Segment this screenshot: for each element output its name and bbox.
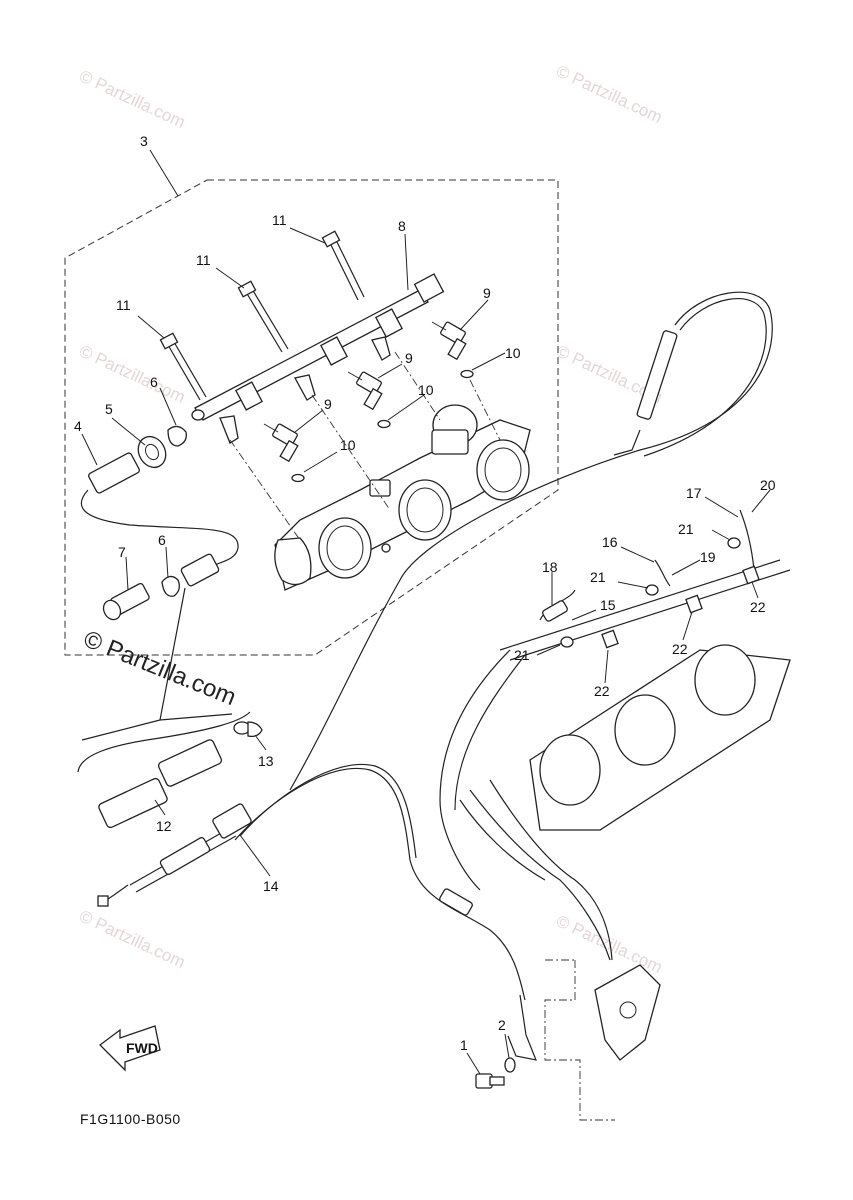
watermark: © Partzilla.com <box>553 911 665 977</box>
callout-3: 3 <box>140 133 148 149</box>
callout-9: 9 <box>483 285 491 301</box>
callout-1: 1 <box>460 1037 468 1053</box>
callout-22: 22 <box>594 683 610 699</box>
watermark: © Partzilla.com <box>76 66 188 132</box>
fuel-pump <box>544 959 661 1121</box>
callout-2: 2 <box>498 1017 506 1033</box>
callout-10: 10 <box>505 345 521 361</box>
o-rings <box>291 369 474 483</box>
callout-13: 13 <box>258 753 274 769</box>
callout-22: 22 <box>672 641 688 657</box>
callout-9: 9 <box>324 396 332 412</box>
fwd-arrow: FWD <box>99 1025 161 1072</box>
callout-7: 7 <box>118 544 126 560</box>
callout-14: 14 <box>263 878 279 894</box>
callout-21: 21 <box>590 569 606 585</box>
callout-12: 12 <box>156 818 172 834</box>
callout-9: 9 <box>405 350 413 366</box>
callout-8: 8 <box>398 218 406 234</box>
callout-10: 10 <box>418 382 434 398</box>
callout-4: 4 <box>74 418 82 434</box>
watermark: © Partzilla.com <box>553 61 665 127</box>
callout-18: 18 <box>542 559 558 575</box>
callout-10: 10 <box>340 437 356 453</box>
bolts <box>159 230 365 401</box>
fwd-arrow-icon <box>99 1025 161 1072</box>
callout-20: 20 <box>760 477 776 493</box>
drain-bolt <box>475 1057 516 1089</box>
fwd-label: FWD <box>126 1040 158 1056</box>
clamps <box>560 537 760 649</box>
callout-6: 6 <box>150 374 158 390</box>
hose-assembly <box>80 425 239 621</box>
watermark: © Partzilla.com <box>76 906 188 972</box>
callout-11: 11 <box>196 252 211 268</box>
diagram-code: F1G1100-B050 <box>80 1111 181 1127</box>
watermark-large: © Partzilla.com <box>80 626 240 712</box>
callout-22: 22 <box>750 599 766 615</box>
injectors <box>263 321 467 463</box>
callout-21: 21 <box>514 647 530 663</box>
leader-3 <box>149 149 179 197</box>
hose-lines <box>97 291 773 1061</box>
callout-16: 16 <box>602 534 618 550</box>
callouts: 3 11 8 11 9 11 10 9 6 5 10 9 4 10 17 20 … <box>74 133 776 1053</box>
inset-hose <box>77 587 263 829</box>
callout-19: 19 <box>700 549 716 565</box>
callout-11: 11 <box>272 212 287 228</box>
callout-11: 11 <box>116 297 131 313</box>
callout-6: 6 <box>158 532 166 548</box>
callout-17: 17 <box>686 485 702 501</box>
cylinder-head <box>499 509 791 831</box>
assembly-3-boundary <box>64 179 559 656</box>
callout-5: 5 <box>105 401 113 417</box>
callout-21: 21 <box>678 521 694 537</box>
leader-lines <box>81 227 771 1075</box>
throttle-body <box>274 404 531 591</box>
fuel-rail <box>191 273 445 444</box>
callout-15: 15 <box>600 597 616 613</box>
